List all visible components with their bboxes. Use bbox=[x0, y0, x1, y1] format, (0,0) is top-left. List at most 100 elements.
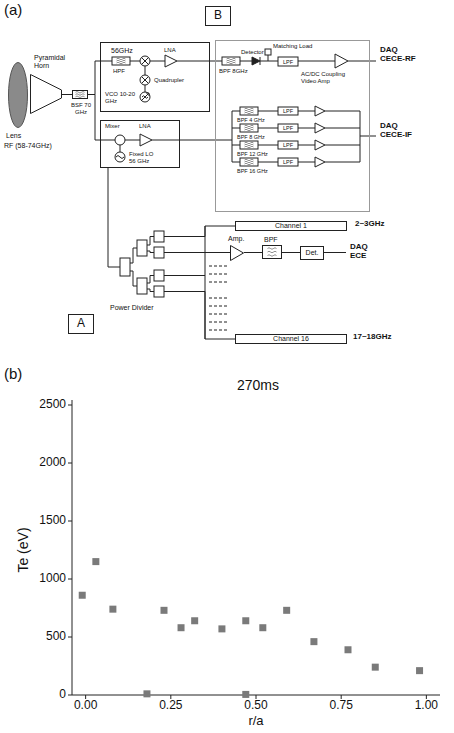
resistor-symbol bbox=[265, 49, 271, 55]
connector bbox=[180, 292, 235, 340]
node-text: RF (58-74GHz) bbox=[4, 142, 52, 150]
node-text: A bbox=[77, 317, 85, 330]
filter-label: LPF bbox=[278, 159, 298, 165]
data-point bbox=[242, 691, 249, 698]
filter-glyph bbox=[245, 159, 254, 165]
tick-mark bbox=[68, 695, 72, 696]
channel-bar: Channel 1 bbox=[235, 221, 347, 231]
tick-label: 0.50 bbox=[244, 699, 267, 712]
tick-label: 0.75 bbox=[329, 699, 352, 712]
connector bbox=[244, 252, 262, 253]
data-point bbox=[178, 624, 185, 631]
filter-label: LPF bbox=[278, 142, 298, 148]
power-divider: Power Divider bbox=[115, 222, 180, 302]
amp-shape bbox=[231, 245, 244, 260]
oscillator-sine bbox=[116, 156, 124, 159]
lpf-box bbox=[278, 57, 298, 66]
panel-label: (b) bbox=[4, 366, 22, 383]
node-text: LNA bbox=[139, 123, 151, 130]
node-text: Mixer bbox=[105, 123, 120, 130]
tick-mark bbox=[68, 637, 72, 638]
outline bbox=[30, 74, 62, 114]
band-stop-filter: BSF 70 GHz bbox=[72, 90, 88, 99]
data-point bbox=[416, 667, 423, 674]
filter-box bbox=[222, 57, 240, 65]
detector-box: Det. bbox=[300, 246, 324, 260]
mixer-symbol bbox=[115, 135, 125, 145]
vco-symbol bbox=[140, 92, 150, 102]
node-text: BPF bbox=[264, 236, 278, 244]
tick-label: 1500 bbox=[39, 514, 66, 527]
output-label: DAQ CECE-RF bbox=[380, 46, 420, 64]
output-label: DAQ CECE-IF bbox=[380, 122, 420, 140]
connector bbox=[180, 226, 235, 237]
node-text: BPF 12 GHz bbox=[237, 151, 268, 157]
tick-label: 0 bbox=[59, 688, 66, 701]
tick-label: 0.00 bbox=[74, 699, 97, 712]
amplifier-symbol: Amp. bbox=[230, 245, 244, 261]
divider-box bbox=[154, 286, 164, 297]
divider-box bbox=[154, 231, 164, 242]
filter-box bbox=[240, 124, 258, 132]
tick-mark bbox=[68, 579, 72, 580]
filter-label: LPF bbox=[278, 59, 298, 65]
tick-label: 2000 bbox=[39, 456, 66, 469]
tick-label: 500 bbox=[46, 630, 66, 643]
band-pass-filter: BPF bbox=[262, 245, 282, 259]
node-text: Detector bbox=[241, 49, 264, 56]
lens-shape bbox=[9, 63, 28, 128]
channel-bar: Channel 16 bbox=[235, 334, 347, 344]
diode-symbol bbox=[252, 57, 260, 65]
wires bbox=[100, 49, 376, 339]
divider-wires bbox=[115, 226, 346, 339]
converter-wires bbox=[100, 61, 210, 152]
filter-glyph bbox=[227, 58, 236, 64]
connector bbox=[88, 61, 100, 95]
lpf-box bbox=[278, 158, 298, 166]
tick-mark bbox=[68, 463, 72, 464]
connector bbox=[88, 95, 100, 141]
node-text: Pyramidal Horn bbox=[34, 54, 74, 69]
quadrupler-symbol bbox=[140, 75, 150, 85]
data-point bbox=[310, 638, 317, 645]
callout-box: B bbox=[205, 6, 231, 26]
divider-box bbox=[137, 240, 147, 256]
data-point bbox=[109, 606, 116, 613]
lens: LensRF (58-74GHz) bbox=[8, 62, 28, 128]
lpf-box bbox=[278, 107, 298, 115]
node-text: Fixed LO 56 GHz bbox=[129, 151, 161, 164]
channel-stubs bbox=[209, 266, 228, 330]
divider-box bbox=[120, 258, 130, 276]
node-text: BPF 16 GHz bbox=[237, 168, 268, 174]
data-point bbox=[218, 625, 225, 632]
node-text: VCO 10-20 GHz bbox=[105, 91, 141, 104]
connector bbox=[282, 252, 300, 253]
filter-glyph bbox=[117, 58, 126, 64]
node-text: Lens bbox=[6, 132, 21, 140]
rf-converter-box: 56GHzHPFLNAQuadruplerVCO 10-20 GHz bbox=[100, 42, 210, 112]
data-point bbox=[92, 558, 99, 565]
divider-box bbox=[154, 247, 164, 258]
filter-box bbox=[240, 158, 258, 166]
connector bbox=[62, 94, 72, 95]
tick-label: 2500 bbox=[39, 398, 66, 411]
node-text: LNA bbox=[164, 47, 176, 54]
filter-box bbox=[112, 57, 130, 65]
filter-glyph bbox=[76, 92, 85, 98]
tick-mark bbox=[68, 521, 72, 522]
node-text: Det. bbox=[306, 249, 319, 257]
node-text: Quadrupler bbox=[154, 77, 184, 84]
node-text: BPF 8 GHz bbox=[237, 134, 265, 140]
outline bbox=[230, 245, 244, 261]
if-mixer-box: Mixer LNA Fixed LO 56 GHz bbox=[100, 120, 180, 168]
filter-label: LPF bbox=[278, 108, 298, 114]
node-text: BPF 8GHz bbox=[219, 68, 248, 75]
data-point bbox=[283, 607, 290, 614]
node-text: BPF 4 GHz bbox=[237, 117, 265, 123]
data-point bbox=[242, 617, 249, 624]
connector bbox=[180, 140, 215, 141]
filter-box bbox=[240, 107, 258, 115]
